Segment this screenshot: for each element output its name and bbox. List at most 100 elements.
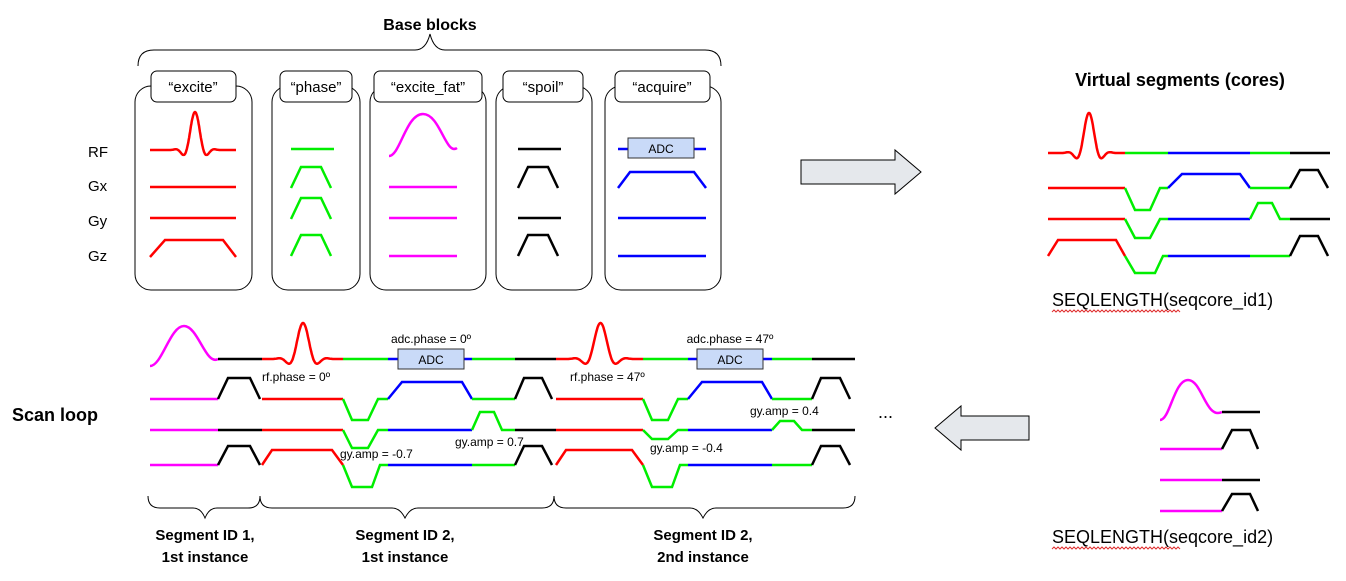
scan-loop-title: Scan loop <box>12 405 98 425</box>
scan-segment-1 <box>149 324 262 467</box>
scan-s2a-gx-phase <box>341 397 388 422</box>
excite-fat-rf-gaussian <box>388 112 458 158</box>
gy-amp-annotation-2: gy.amp = -0.7 <box>340 447 413 461</box>
base-blocks-brace <box>137 33 722 67</box>
core1-gx-acquire <box>1167 172 1252 189</box>
gy-amp-annotation-3: gy.amp = 0.4 <box>750 404 819 418</box>
virtual-segments-title: Virtual segments (cores) <box>1075 70 1285 90</box>
left-arrow <box>934 404 1030 452</box>
segment-label-3-line2: 2nd instance <box>657 549 749 566</box>
scan-segment-2b: ADC adc.phase = 47º rf.phase = 47º gy.am… <box>554 321 855 489</box>
scan-s2b-gy-phase <box>642 428 688 441</box>
scan-loop-ellipsis: ... <box>878 402 893 422</box>
block-acquire-label-box <box>614 70 711 103</box>
scan-s2b-gz-spoil <box>810 444 852 466</box>
block-excite-label: “excite” <box>168 79 217 96</box>
block-spoil-label: “spoil” <box>523 79 564 96</box>
segment-brace-1 <box>147 495 261 520</box>
rf-phase-annotation-2: rf.phase = 47º <box>570 370 645 384</box>
acquire-adc-box <box>627 137 695 159</box>
core1-gz-excite <box>1046 238 1127 257</box>
phase-gy-trapezoid <box>289 196 333 220</box>
scan-segment-2a: ADC adc.phase = 0º rf.phase = 0º gy.amp … <box>260 321 556 489</box>
excite-gz-trapezoid <box>149 238 237 258</box>
scan-s2a-rf-sinc <box>262 321 343 365</box>
acquire-gx-trapezoid <box>617 170 707 189</box>
scan-s1-gz-spoil <box>216 444 262 466</box>
axis-label-gx: Gx <box>88 178 108 195</box>
scan-s2b-gx-phase <box>641 397 688 422</box>
core1-rf-sinc <box>1048 111 1125 160</box>
segment-label-2-line1: Segment ID 2, <box>355 527 454 544</box>
scan-s1-gx-spoil <box>216 376 262 400</box>
scan-s2b-gx-spoil <box>810 376 852 400</box>
core2-gz-spoil <box>1220 492 1260 512</box>
block-phase-label: “phase” <box>291 79 342 96</box>
block-excite-fat-label-box <box>373 70 483 103</box>
scan-s2b-gz-excite <box>554 448 645 466</box>
scan-s2a-gx-spoil <box>513 376 554 400</box>
block-spoil: “spoil” <box>495 70 593 291</box>
acquire-adc-label: ADC <box>648 142 674 156</box>
core1-gx-spoil <box>1288 168 1330 189</box>
spellcheck-underline-1 <box>1051 309 1181 313</box>
spoil-gx-trapezoid <box>516 165 560 189</box>
scan-s2a-gy-phase2 <box>470 410 515 432</box>
phase-gx-trapezoid <box>289 165 333 189</box>
segment-label-2-line2: 1st instance <box>362 549 449 566</box>
segment-label-1-line2: 1st instance <box>162 549 249 566</box>
scan-s2a-gy-phase <box>341 428 388 450</box>
seqlength-core1: SEQLENGTH(seqcore_id1) <box>1052 290 1273 311</box>
base-blocks-title: Base blocks <box>383 17 476 34</box>
segment-label-1-line1: Segment ID 1, <box>155 527 254 544</box>
right-arrow <box>800 148 922 196</box>
scan-s2b-adc-label: ADC <box>717 353 743 367</box>
spoil-gz-trapezoid <box>516 233 560 257</box>
scan-s1-rf-gaussian <box>149 324 219 368</box>
scan-s2a-adc-box <box>397 348 465 370</box>
excite-rf-sinc <box>150 110 236 157</box>
block-excite-fat-label: “excite_fat” <box>391 79 465 96</box>
block-acquire-frame <box>604 85 722 291</box>
core1-gx-phase <box>1123 186 1168 212</box>
scan-s2a-gz-phase <box>341 463 388 489</box>
core2-rf-gaussian <box>1159 378 1223 422</box>
rf-phase-annotation-1: rf.phase = 0º <box>262 370 331 384</box>
block-excite: “excite” <box>134 70 253 291</box>
virtual-segment-2: SEQLENGTH(seqcore_id2) <box>1051 378 1273 550</box>
scan-s2b-gz-phase <box>641 463 688 489</box>
block-acquire: “acquire” ADC <box>604 70 722 291</box>
axis-label-gy: Gy <box>88 213 108 230</box>
core2-gx-spoil <box>1220 428 1260 450</box>
gy-amp-annotation-1: gy.amp = 0.7 <box>455 435 524 449</box>
adc-phase-annotation-2: adc.phase = 47º <box>687 332 774 346</box>
core1-gz-spoil <box>1288 234 1330 257</box>
block-excite-label-box <box>150 70 237 103</box>
seqlength-core2: SEQLENGTH(seqcore_id2) <box>1052 527 1273 548</box>
axis-label-gz: Gz <box>88 248 107 265</box>
scan-s2b-gy-phase2 <box>771 419 812 432</box>
scan-s2a-gz-spoil <box>513 444 554 466</box>
scan-s2b-gx-acquire <box>687 380 774 400</box>
core1-gy-phase2 <box>1248 201 1290 221</box>
scan-s2a-gx-acquire <box>387 380 474 400</box>
core1-gy-phase <box>1123 217 1168 240</box>
block-phase-label-box <box>279 70 353 103</box>
scan-s2a-adc-label: ADC <box>418 353 444 367</box>
segment-label-3-line1: Segment ID 2, <box>653 527 752 544</box>
segment-brace-2 <box>259 495 555 520</box>
core1-gz-phase <box>1123 254 1168 275</box>
scan-s2a-gz-excite <box>260 448 345 466</box>
block-spoil-label-box <box>502 70 584 103</box>
scan-s2b-adc-box <box>696 348 764 370</box>
adc-phase-annotation-1: adc.phase = 0º <box>391 332 472 346</box>
segment-brace-3 <box>553 495 856 520</box>
gy-amp-annotation-4: gy.amp = -0.4 <box>650 441 723 455</box>
block-phase: “phase” <box>271 70 361 291</box>
block-acquire-label: “acquire” <box>632 79 691 96</box>
spellcheck-underline-2 <box>1051 546 1181 550</box>
block-phase-frame <box>271 85 361 291</box>
block-excite-fat: “excite_fat” <box>369 70 487 291</box>
scan-s2b-rf-sinc <box>556 321 643 365</box>
